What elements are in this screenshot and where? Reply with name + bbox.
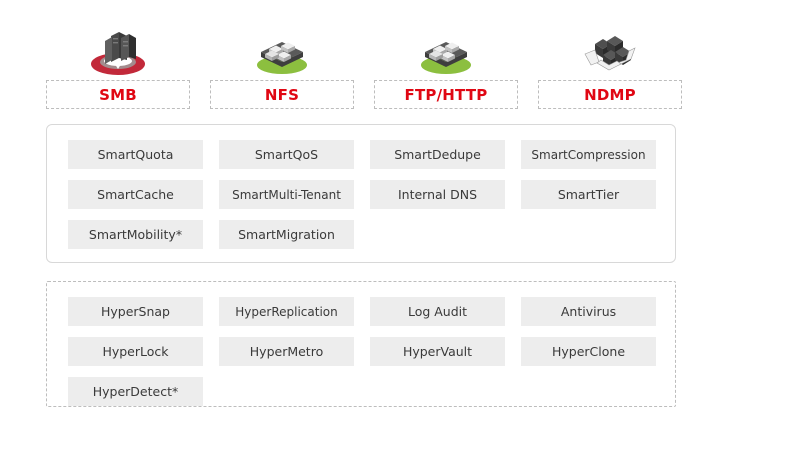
- cube-stack-green-disc-icon: [257, 42, 307, 74]
- feature-pill[interactable]: SmartDedupe: [370, 140, 505, 169]
- protocol-label-nfs: NFS: [210, 80, 354, 109]
- protocol-ndmp[interactable]: NDMP: [538, 24, 682, 114]
- feature-pill[interactable]: SmartCompression: [521, 140, 656, 169]
- feature-pill[interactable]: SmartCache: [68, 180, 203, 209]
- server-rack-red-disc-icon: [91, 32, 145, 75]
- tape-blocks-icon: [584, 36, 636, 71]
- feature-pill[interactable]: Internal DNS: [370, 180, 505, 209]
- feature-group-smart: SmartQuota SmartQoS SmartDedupe SmartCompre…: [46, 124, 676, 263]
- feature-pill[interactable]: HyperSnap: [68, 297, 203, 326]
- protocol-label-ftp-http: FTP/HTTP: [374, 80, 518, 109]
- feature-pill[interactable]: SmartMigration: [219, 220, 354, 249]
- protocol-label-smb: SMB: [46, 80, 190, 109]
- protocol-ftp-http[interactable]: FTP/HTTP: [374, 24, 518, 114]
- feature-pill[interactable]: SmartTier: [521, 180, 656, 209]
- protocol-nfs[interactable]: NFS: [210, 24, 354, 114]
- feature-pill[interactable]: SmartMulti-Tenant: [219, 180, 354, 209]
- protocol-row: SMB: [46, 24, 682, 114]
- feature-pill[interactable]: SmartQoS: [219, 140, 354, 169]
- feature-pill-grid-hyper: HyperSnap HyperReplication Log Audit Antivi…: [68, 297, 658, 406]
- cube-stack-green-disc-icon: [421, 42, 471, 74]
- protocol-label-ndmp: NDMP: [538, 80, 682, 109]
- feature-pill[interactable]: HyperDetect*: [68, 377, 203, 406]
- feature-pill[interactable]: HyperMetro: [219, 337, 354, 366]
- feature-pill[interactable]: HyperVault: [370, 337, 505, 366]
- feature-pill[interactable]: SmartQuota: [68, 140, 203, 169]
- feature-pill-grid-smart: SmartQuota SmartQoS SmartDedupe SmartCompre…: [68, 140, 658, 249]
- feature-pill[interactable]: SmartMobility*: [68, 220, 203, 249]
- feature-pill[interactable]: HyperClone: [521, 337, 656, 366]
- feature-group-hyper: HyperSnap HyperReplication Log Audit Antivi…: [46, 281, 676, 407]
- feature-pill[interactable]: Antivirus: [521, 297, 656, 326]
- protocol-smb[interactable]: SMB: [46, 24, 190, 114]
- feature-pill[interactable]: HyperLock: [68, 337, 203, 366]
- feature-pill[interactable]: HyperReplication: [219, 297, 354, 326]
- feature-pill[interactable]: Log Audit: [370, 297, 505, 326]
